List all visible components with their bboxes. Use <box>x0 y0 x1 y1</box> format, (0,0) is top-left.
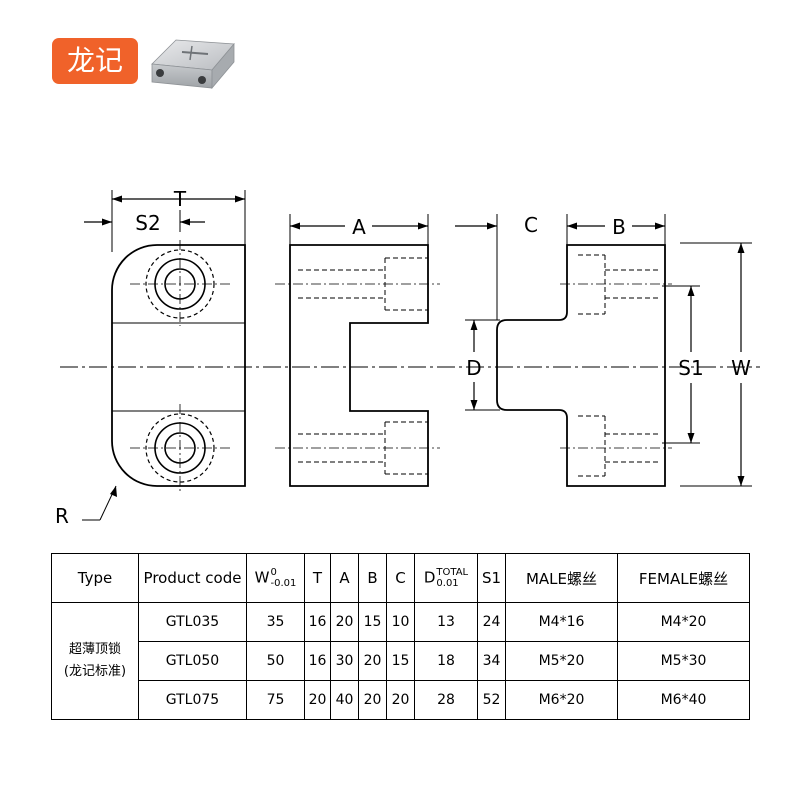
header-c: C <box>386 553 415 603</box>
cell-c: 15 <box>386 641 415 681</box>
cell-t: 16 <box>304 641 331 681</box>
cell-d: 28 <box>414 680 478 720</box>
brand-badge: 龙记 <box>52 38 138 84</box>
cell-male: M6*20 <box>505 680 618 720</box>
cell-s1: 24 <box>477 602 506 642</box>
cell-d: 13 <box>414 602 478 642</box>
cell-w: 35 <box>246 602 305 642</box>
label-d: D <box>466 356 481 380</box>
label-s2: S2 <box>135 211 160 235</box>
label-t: T <box>173 187 187 211</box>
label-w: W <box>731 356 751 380</box>
cell-code: GTL075 <box>138 680 247 720</box>
header-s1: S1 <box>477 553 506 603</box>
type-name: 超薄顶锁 <box>68 642 121 657</box>
header-male: MALE螺丝 <box>505 553 618 603</box>
label-s1: S1 <box>678 356 703 380</box>
cell-female: M6*40 <box>617 680 750 720</box>
cell-c: 20 <box>386 680 415 720</box>
cell-a: 20 <box>330 602 359 642</box>
header-type: Type <box>51 553 139 603</box>
label-a: A <box>352 215 366 239</box>
header-female: FEMALE螺丝 <box>617 553 750 603</box>
cell-a: 30 <box>330 641 359 681</box>
cell-c: 10 <box>386 602 415 642</box>
cell-t: 16 <box>304 602 331 642</box>
header-t: T <box>304 553 331 603</box>
table-row: GTL075 75 20 40 20 20 28 52 M6*20 M6*40 <box>52 680 750 720</box>
product-photo <box>151 39 235 90</box>
cell-female: M5*30 <box>617 641 750 681</box>
label-c: C <box>524 213 538 237</box>
cell-s1: 52 <box>477 680 506 720</box>
cell-s1: 34 <box>477 641 506 681</box>
cell-male: M5*20 <box>505 641 618 681</box>
cell-code: GTL050 <box>138 641 247 681</box>
type-cell: 超薄顶锁 (龙记标准) <box>51 602 139 720</box>
cell-d: 18 <box>414 641 478 681</box>
cell-w: 50 <box>246 641 305 681</box>
table-row: GTL050 50 16 30 20 15 18 34 M5*20 M5*30 <box>52 641 750 681</box>
cell-a: 40 <box>330 680 359 720</box>
header-a: A <box>330 553 359 603</box>
cell-b: 20 <box>358 680 387 720</box>
cell-b: 20 <box>358 641 387 681</box>
type-standard: (龙记标准) <box>63 664 127 679</box>
cell-code: GTL035 <box>138 602 247 642</box>
label-b: B <box>612 215 626 239</box>
cell-t: 20 <box>304 680 331 720</box>
header-product-code: Product code <box>138 553 247 603</box>
cell-b: 15 <box>358 602 387 642</box>
technical-drawing: T S2 A C B D S1 W R <box>55 187 760 528</box>
cell-female: M4*20 <box>617 602 750 642</box>
table-row: 超薄顶锁 (龙记标准) GTL035 35 16 20 15 10 13 24 … <box>51 602 750 720</box>
cell-male: M4*16 <box>505 602 618 642</box>
header-b: B <box>358 553 387 603</box>
cell-w: 75 <box>246 680 305 720</box>
label-r: R <box>55 504 69 528</box>
